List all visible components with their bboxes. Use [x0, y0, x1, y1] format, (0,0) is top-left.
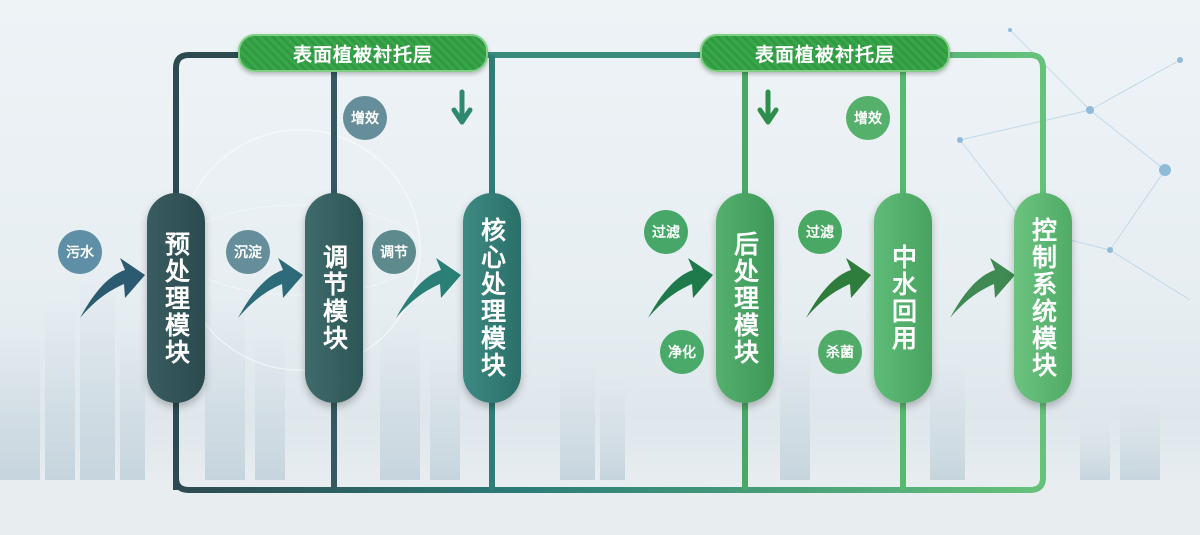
sterilize-label: 杀菌	[818, 330, 862, 374]
filter-label-1: 过滤	[644, 210, 688, 254]
pretreatment-module: 预处理模块	[147, 193, 205, 403]
vegetation-layer-pill-right: 表面植被衬托层	[700, 34, 950, 72]
vegetation-layer-pill-left: 表面植被衬托层	[238, 34, 488, 72]
post-treatment-module: 后处理模块	[716, 193, 774, 403]
control-system-module: 控制系统模块	[1014, 193, 1072, 403]
boost-label-1: 增效	[343, 96, 387, 140]
reclaimed-water-module: 中水回用	[874, 193, 932, 403]
adjust-label: 调节	[372, 230, 416, 274]
purify-label: 净化	[660, 330, 704, 374]
flow-arrow-icon	[80, 258, 1015, 318]
sewage-label: 污水	[58, 230, 102, 274]
sedimentation-label: 沉淀	[226, 230, 270, 274]
filter-label-2: 过滤	[798, 210, 842, 254]
down-arrow-icon	[451, 89, 779, 125]
boost-label-2: 增效	[846, 96, 890, 140]
regulation-module: 调节模块	[305, 193, 363, 403]
core-processing-module: 核心处理模块	[463, 193, 521, 403]
